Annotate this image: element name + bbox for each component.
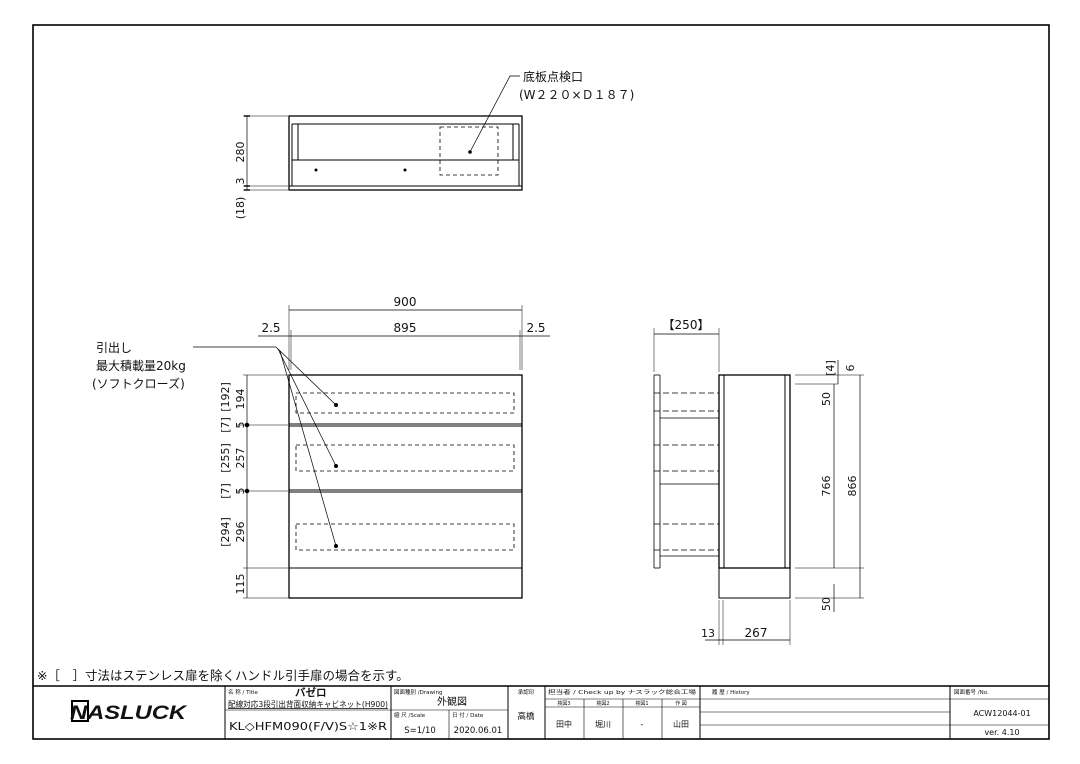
dim-2-5-right: 2.5 <box>526 321 545 335</box>
version: ver. 4.10 <box>984 728 1019 737</box>
dim-267: 267 <box>745 626 768 640</box>
checker-name-4: 山田 <box>673 719 689 729</box>
drawing-type-value: 外観図 <box>437 695 467 708</box>
dim-7b: [7] <box>219 483 232 499</box>
approver-name: 高橋 <box>517 711 535 722</box>
dim-192: [192] <box>219 382 232 412</box>
check-col-4: 作 図 <box>675 700 687 707</box>
drawing-no-label: 図面番号 /No. <box>954 689 989 696</box>
product-description: 配線対応3段引出背面収納キャビネット(H900) <box>228 699 388 709</box>
dim-900: 900 <box>394 295 417 309</box>
drawer-label-line3: (ソフトクローズ) <box>92 376 185 391</box>
approval-label: 承認印 <box>518 688 535 696</box>
dim-294: [294] <box>219 517 232 547</box>
date-value: 2020.06.01 <box>454 726 503 736</box>
check-col-1: 検図3 <box>557 700 570 707</box>
dim-115: 115 <box>234 574 247 595</box>
model-number: KL◇HFM090(F/V)S☆1※R <box>229 720 387 733</box>
scale-value: S=1/10 <box>404 726 436 736</box>
side-view <box>653 328 864 645</box>
dim-255: [255] <box>219 443 232 473</box>
check-label: 担当者 / Check up by ナスラック総合工場 <box>548 688 697 696</box>
plan-dim-18: (18) <box>234 197 247 220</box>
title-block <box>33 685 1049 739</box>
dim-4: [4] <box>824 360 837 376</box>
checker-name-3: - <box>641 720 644 729</box>
inspection-label-line1: 底板点検口 <box>523 69 583 84</box>
dim-2-5-left: 2.5 <box>261 321 280 335</box>
dim-6: 6 <box>844 365 857 372</box>
dim-895: 895 <box>394 321 417 335</box>
scale-label: 縮 尺 /Scale <box>394 711 426 719</box>
checker-name-2: 堀川 <box>595 720 611 729</box>
drawing-type-label: 図面種別 /Drawing <box>394 688 442 696</box>
title-label: 名 称 / Title <box>228 688 259 696</box>
check-col-2: 検図2 <box>596 700 609 707</box>
bracket-note: ※［ ］寸法はステンレス扉を除くハンドル引手扉の場合を示す。 <box>37 668 409 683</box>
front-view <box>193 305 550 599</box>
plan-dim-3: 3 <box>234 178 247 185</box>
dim-13: 13 <box>701 627 715 640</box>
dim-7a: [7] <box>219 417 232 433</box>
dim-296: 296 <box>234 522 247 543</box>
dim-250: 【250】 <box>663 318 710 332</box>
drawer-label-line2: 最大積載量20kg <box>96 358 186 373</box>
plan-view <box>243 75 523 191</box>
checker-name-1: 田中 <box>556 719 572 729</box>
dim-257: 257 <box>234 448 247 469</box>
date-label: 日 付 / Date <box>452 711 484 719</box>
check-col-3: 検図1 <box>635 700 648 707</box>
nasluck-logo: NASLUCK <box>70 700 188 724</box>
dim-866: 866 <box>846 476 859 497</box>
plan-dim-280: 280 <box>234 142 247 163</box>
sheet-border <box>32 24 1050 740</box>
dim-194: 194 <box>234 389 247 410</box>
inspection-label-line2: (W２２０×Ｄ１８７) <box>519 88 634 102</box>
dim-5b: 5 <box>234 488 247 495</box>
svg-text:NASLUCK: NASLUCK <box>70 703 188 724</box>
history-label: 履 歴 / History <box>712 689 750 696</box>
dim-50-bottom: 50 <box>820 597 833 611</box>
title-value: バゼロ <box>295 686 327 699</box>
drawing-number: ACW12044-01 <box>973 709 1030 718</box>
dim-50-top: 50 <box>820 392 833 406</box>
dim-766: 766 <box>820 476 833 497</box>
dim-5a: 5 <box>234 422 247 429</box>
drawer-label-line1: 引出し <box>96 341 132 355</box>
